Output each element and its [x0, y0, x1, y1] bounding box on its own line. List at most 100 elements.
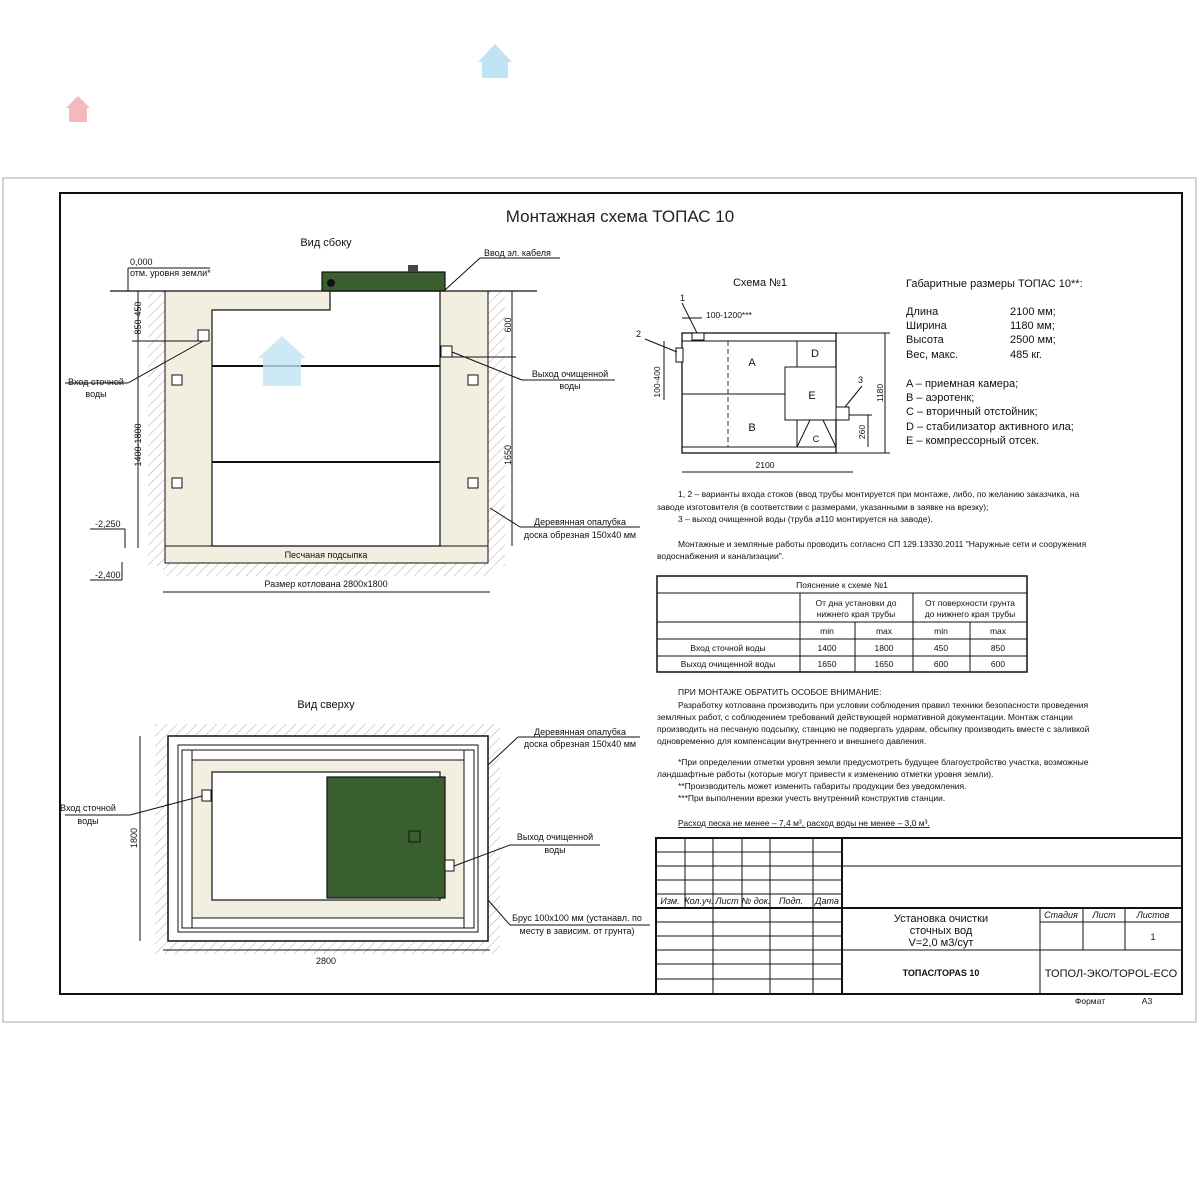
sheet-count: 1: [1150, 932, 1155, 942]
top-view: Вид сверху 1800 2800 Вход сточной воды В…: [60, 699, 650, 966]
project-name: V=2,0 м3/сут: [909, 937, 974, 949]
spec-value: 2100 мм;: [1010, 306, 1056, 318]
attention-line: одновременно для компенсации внутреннего…: [657, 736, 926, 746]
legend-item: D – стабилизатор активного ила;: [906, 421, 1074, 433]
zone-d: D: [811, 348, 819, 360]
dim-pit-length: 2800: [316, 956, 336, 966]
inlet-label: Вход сточной: [60, 803, 116, 813]
marker-1: 1: [680, 293, 685, 303]
spec-label: Длина: [906, 306, 939, 318]
title-block-header: № док.: [742, 896, 771, 906]
spec-label: Ширина: [906, 320, 948, 332]
project-name: Установка очистки: [894, 913, 988, 925]
level-pit-bottom: -2,400: [95, 570, 121, 580]
inlet-label: воды: [85, 389, 106, 399]
notes: 1, 2 – варианты входа стоков (ввод трубы…: [657, 489, 1087, 561]
table-cell: 600: [934, 659, 948, 669]
attention-notes: ПРИ МОНТАЖЕ ОБРАТИТЬ ОСОБОЕ ВНИМАНИЕ: Ра…: [657, 687, 1090, 828]
table-cell: 1400: [818, 643, 837, 653]
pit-size-label: Размер котлована 2800x1800: [264, 579, 387, 589]
tank-lid-top: [326, 776, 446, 899]
spec-value: 1180 мм;: [1010, 320, 1055, 332]
tank-lid: [321, 265, 446, 292]
table-header: От дна установки до: [816, 598, 897, 608]
dim-outlet-depth: 600: [503, 317, 513, 332]
table-cell: 1800: [875, 643, 894, 653]
table-cell: 600: [991, 659, 1005, 669]
title-block-header: Дата: [814, 896, 839, 906]
table-subheader: min: [934, 626, 948, 636]
table-cell: 450: [934, 643, 948, 653]
table-subheader: min: [820, 626, 834, 636]
title-block: Изм. Кол.уч. Лист № док. Подп. Дата Уста…: [655, 837, 1183, 1006]
sand-label: Песчаная подсыпка: [285, 550, 368, 560]
note-line: 1, 2 – варианты входа стоков (ввод трубы…: [678, 489, 1080, 499]
house-watermark-icon: [66, 96, 90, 122]
spec-value: 2500 мм;: [1010, 334, 1056, 346]
zone-e: E: [808, 390, 815, 402]
format-value: А3: [1142, 996, 1153, 1006]
inlet-label: воды: [77, 816, 98, 826]
table-cell: Вход сточной воды: [690, 643, 765, 653]
marker-2: 2: [636, 329, 641, 339]
side-view: Вид сбоку 0,000 отм. уровня земли*: [65, 237, 640, 593]
legend-item: C – вторичный отстойник;: [906, 406, 1038, 418]
spec-value: 485 кг.: [1010, 349, 1042, 361]
note-line: Монтажные и земляные работы проводить со…: [678, 539, 1087, 549]
company-name: ТОПОЛ-ЭКО/TOPOL-ECO: [1045, 968, 1178, 980]
drawing-frame: [59, 192, 1183, 995]
stage-header: Лист: [1091, 910, 1116, 920]
side-view-title: Вид сбоку: [300, 237, 352, 249]
formwork-label: Деревянная опалубка: [534, 517, 626, 527]
legend-item: A – приемная камера;: [906, 378, 1018, 390]
sheet-border: [2, 177, 1197, 1023]
table-subheader: max: [876, 626, 893, 636]
dim-left: 100-400: [652, 366, 662, 397]
explanation-table: Пояснение к схеме №1 От дна установки до…: [656, 575, 1028, 673]
ground-level-mark: 0,000: [130, 257, 153, 267]
dimensions-spec: Габаритные размеры ТОПАС 10**: Длина 210…: [906, 278, 1083, 447]
attention-heading: ПРИ МОНТАЖЕ ОБРАТИТЬ ОСОБОЕ ВНИМАНИЕ:: [678, 687, 882, 697]
footnote: **Производитель может изменить габариты …: [678, 781, 967, 791]
title-block-header: Изм.: [660, 896, 679, 906]
table-cell: 1650: [818, 659, 837, 669]
scheme-title: Схема №1: [733, 277, 787, 289]
dim-outlet: 260: [857, 425, 867, 439]
scheme-1: Схема №1 A B C D E 1 2 3 100-1200*** 100…: [636, 277, 890, 473]
zone-a: A: [748, 357, 756, 369]
attention-line: производить на песчаную подсыпку, станци…: [657, 724, 1090, 734]
format-label: Формат: [1075, 996, 1105, 1006]
dim-pit-width: 1800: [129, 828, 139, 848]
dim-inlet-height: 1400-1800: [133, 423, 143, 466]
zone-b: B: [748, 422, 755, 434]
spec-label: Вес, макс.: [906, 349, 958, 361]
page-title: Монтажная схема ТОПАС 10: [506, 207, 734, 226]
table-subheader: max: [990, 626, 1007, 636]
inlet-label: Вход сточной: [68, 377, 124, 387]
beam-label: месту в зависим. от грунта): [520, 926, 635, 936]
note-line: заводе изготовителя (в соответствии с ра…: [657, 502, 988, 512]
attention-line: Разработку котлована производить при усл…: [678, 700, 1088, 710]
zone-c: C: [813, 434, 820, 444]
product-code: ТОПАС/TOPAS 10: [903, 968, 980, 978]
outlet-label: Выход очищенной: [517, 832, 593, 842]
table-header: От поверхности грунта: [925, 598, 1015, 608]
spec-title: Габаритные размеры ТОПАС 10**:: [906, 278, 1083, 290]
stage-header: Листов: [1136, 910, 1170, 920]
house-watermark-icon: [478, 44, 512, 78]
house-watermark-icon: [258, 336, 306, 386]
top-view-title: Вид сверху: [297, 699, 355, 711]
formwork-label: доска обрезная 150x40 мм: [524, 739, 636, 749]
spec-label: Высота: [906, 334, 945, 346]
attention-line: земляных работ, с соблюдением требований…: [657, 712, 1073, 722]
note-line: 3 – выход очищенной воды (труба ⌀110 мон…: [678, 514, 933, 524]
title-block-header: Подп.: [779, 896, 803, 906]
outlet-label: воды: [544, 845, 565, 855]
level-tank-bottom: -2,250: [95, 519, 121, 529]
outlet-label: Выход очищенной: [532, 369, 608, 379]
note-line: водоснабжения и канализации".: [657, 551, 784, 561]
table-cell: 850: [991, 643, 1005, 653]
legend-item: E – компрессорный отсек.: [906, 435, 1039, 447]
legend-item: B – аэротенк;: [906, 392, 974, 404]
